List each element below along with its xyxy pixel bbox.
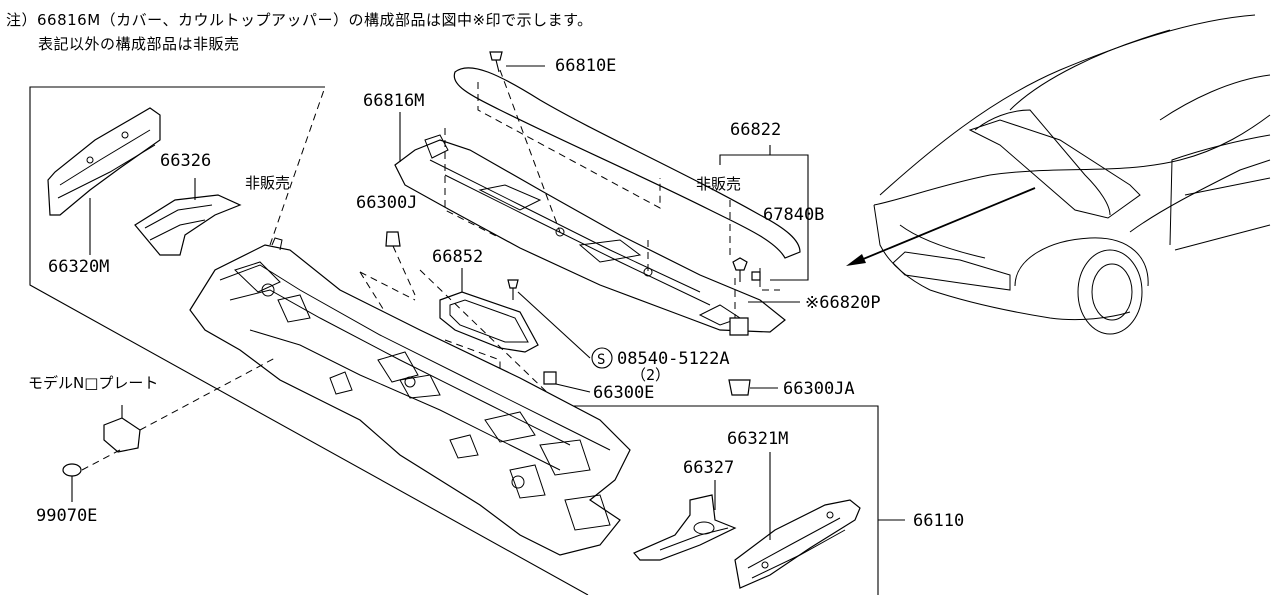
rivet-99070E [62, 463, 82, 502]
screw-08540 [507, 279, 613, 369]
label-66300J: 66300J [356, 193, 417, 213]
car-illustration [873, 14, 1271, 335]
assembly-frame-right [548, 405, 879, 595]
clip-66300J [359, 231, 416, 301]
part-66816M-cover [394, 67, 801, 333]
label-99070E: 99070E [36, 506, 97, 526]
label-66816M: 66816M [363, 91, 424, 111]
bracket-66327 [633, 480, 737, 561]
label-66300JA: 66300JA [783, 379, 855, 399]
leader-lines [399, 112, 905, 521]
cowl-top-66110 [189, 86, 631, 556]
cover-dash-lines [444, 69, 780, 320]
arrow-head-icon [846, 254, 866, 266]
label-08540-5122A: 08540-5122A [617, 349, 730, 369]
note-line-2: 表記以外の構成部品は非販売 [38, 35, 240, 53]
label-nonsale-left: 非販売 [245, 174, 290, 192]
bracket-66320M [47, 107, 161, 255]
location-arrow [846, 187, 1036, 266]
label-66810E: 66810E [555, 56, 616, 76]
screw-symbol-icon: S [597, 352, 605, 368]
note-line-1: 注）66816M（カバー、カウルトップアッパー）の構成部品は図中※印で示します。 [6, 11, 593, 29]
label-66320M: 66320M [48, 257, 109, 277]
label-66822: 66822 [730, 120, 781, 140]
bracket-66822 [719, 145, 809, 281]
label-66326: 66326 [160, 151, 211, 171]
clip-66820P [732, 257, 800, 303]
screw-66810E [489, 51, 545, 73]
assembly-frame-left [29, 86, 589, 595]
label-model-plate: モデルN□プレート [28, 374, 158, 392]
bracket-66326 [134, 178, 242, 256]
label-67840B: 67840B [763, 205, 824, 225]
label-66820P: ※66820P [805, 293, 881, 313]
label-nonsale-right: 非販売 [696, 175, 741, 193]
bracket-66321M [734, 452, 861, 589]
label-08540-qty: （2） [631, 366, 670, 384]
clip-66300E [543, 371, 591, 393]
label-66300E: 66300E [593, 383, 654, 403]
gasket-66852 [439, 268, 539, 353]
model-plate [81, 357, 276, 471]
label-66852: 66852 [432, 247, 483, 267]
label-66321M: 66321M [727, 429, 788, 449]
label-66327: 66327 [683, 458, 734, 478]
label-66110: 66110 [913, 511, 964, 531]
clip-66300JA [728, 317, 778, 396]
